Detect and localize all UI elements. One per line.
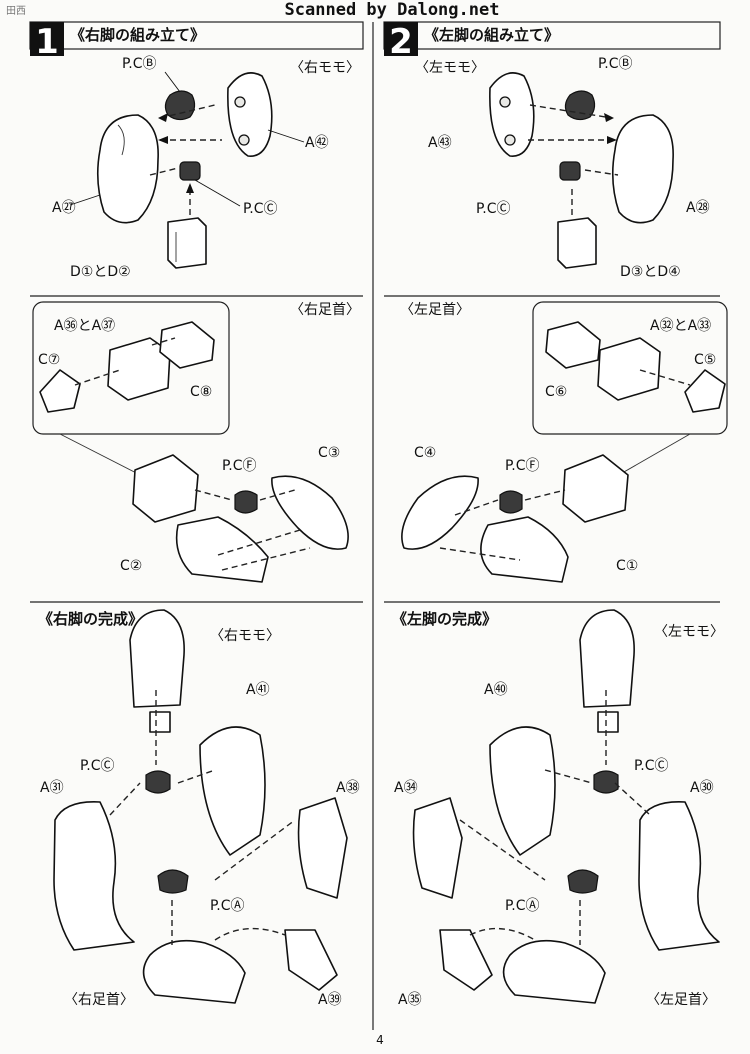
step-1-pc-b-label: P.CⒷ	[122, 56, 157, 72]
step-2-d3d4-label: D③とD④	[620, 264, 681, 280]
step-2-number: 2	[389, 22, 413, 62]
step-2-inset-box	[532, 301, 728, 435]
pc-b-part	[164, 71, 196, 121]
step-2-thigh-section: 2 《左脚の組み立て》 〈左モモ〉 P.CⒷ A㊸ A㉘ P.CⒸ D③とD④	[383, 21, 721, 280]
step-1-number-box	[30, 22, 64, 56]
step-2-inset-c6-label: C⑥	[545, 384, 567, 400]
step-1-ankle-group-label: 〈右足首〉	[290, 302, 360, 318]
step-2-a43-label: A㊸	[428, 135, 452, 151]
step-2-complete-pc-a-label: P.CⒶ	[505, 898, 540, 914]
d-block	[167, 217, 207, 269]
scan-credit: Scanned by Dalong.net	[285, 0, 500, 20]
step-2-c4-label: C④	[414, 445, 436, 461]
step-2-title: 《左脚の組み立て》	[424, 26, 559, 44]
step-2-complete-a40-label: A㊵	[484, 682, 508, 698]
step-2-ankle-section: 〈左足首〉 A㉜とA㉝ C⑤ C⑥ P.CⒻ C④ C①	[384, 295, 728, 583]
step-1-pc-c-label: P.CⒸ	[243, 201, 278, 217]
step-1-d1d2-label: D①とD②	[70, 264, 131, 280]
step-2-pc-f-label: P.CⒻ	[505, 458, 540, 474]
step-1-complete-a31-label: A㉛	[40, 780, 64, 796]
step-2-number-box	[384, 22, 418, 56]
step-2-complete-thigh-label: 〈左モモ〉	[654, 624, 724, 640]
step-1-ankle-section: 〈右足首〉 A㊱とA㊲ C⑦ C⑧ P.CⒻ C③ C②	[30, 295, 363, 583]
step-2-complete-section: 《左脚の完成》 〈左モモ〉 A㊵ P.CⒸ A㉞ A㉚ P.CⒶ A㉟ 〈左足首…	[384, 601, 724, 1008]
step-2-complete-pc-c-label: P.CⒸ	[634, 758, 669, 774]
step-1-complete-pc-a-label: P.CⒶ	[210, 898, 245, 914]
thigh-shell-a27	[69, 114, 159, 224]
step-1-complete-a41-label: A㊶	[246, 682, 270, 698]
step-1-a27-label: A㉗	[52, 200, 76, 216]
step-2-pc-b-label: P.CⒷ	[598, 56, 633, 72]
step-2-c1-label: C①	[616, 558, 638, 574]
step-1-inset-box	[32, 301, 230, 435]
hip-block-a42	[227, 72, 305, 157]
step-2-complete-title: 《左脚の完成》	[392, 610, 497, 628]
step-2-complete-a34-label: A㉞	[394, 780, 418, 796]
step-1-thigh-group-label: 〈右モモ〉	[290, 60, 360, 76]
step-2-a28-label: A㉘	[686, 200, 710, 216]
step-1-inset-a36a37-label: A㊱とA㊲	[54, 318, 115, 334]
step-1-pc-f-label: P.CⒻ	[222, 458, 257, 474]
step-1-complete-ankle-label: 〈右足首〉	[64, 992, 134, 1008]
page-number: 4	[376, 1033, 384, 1047]
step-1-complete-a39-label: A㊴	[318, 992, 342, 1008]
pc-c-joint	[179, 161, 241, 207]
step-2-pc-c-label: P.CⒸ	[476, 201, 511, 217]
step-1-complete-section: 《右脚の完成》 〈右モモ〉 A㊶ P.CⒸ A㉛ A㊳ P.CⒶ A㊴ 〈右足首…	[30, 601, 363, 1008]
step-2-complete-a35-label: A㉟	[398, 992, 422, 1008]
step-1-thigh-section: 1 《右脚の組み立て》 〈右モモ〉 P.CⒷ A㊷ A㉗ P.CⒸ D①とD②	[29, 21, 364, 280]
step-2-complete-ankle-label: 〈左足首〉	[646, 992, 716, 1008]
step-1-complete-title: 《右脚の完成》	[38, 610, 143, 628]
step-1-complete-a38-label: A㊳	[336, 780, 360, 796]
step-2-ankle-group-label: 〈左足首〉	[400, 302, 470, 318]
step-1-number: 1	[35, 22, 59, 62]
corner-mark: 田西	[6, 6, 26, 17]
step-1-inset-c8-label: C⑧	[190, 384, 212, 400]
step-2-thigh-group-label: 〈左モモ〉	[415, 60, 485, 76]
step-1-complete-thigh-label: 〈右モモ〉	[210, 628, 280, 644]
step-2-inset-c5-label: C⑤	[694, 352, 716, 368]
step-1-c2-label: C②	[120, 558, 142, 574]
step-1-inset-c7-label: C⑦	[38, 352, 60, 368]
step-2-inset-a32a33-label: A㉜とA㉝	[650, 318, 711, 334]
step-1-title: 《右脚の組み立て》	[70, 26, 205, 44]
step-1-complete-pc-c-label: P.CⒸ	[80, 758, 115, 774]
step-1-a42-label: A㊷	[305, 135, 329, 151]
step-2-complete-a30-label: A㉚	[690, 780, 714, 796]
step-1-c3-label: C③	[318, 445, 340, 461]
